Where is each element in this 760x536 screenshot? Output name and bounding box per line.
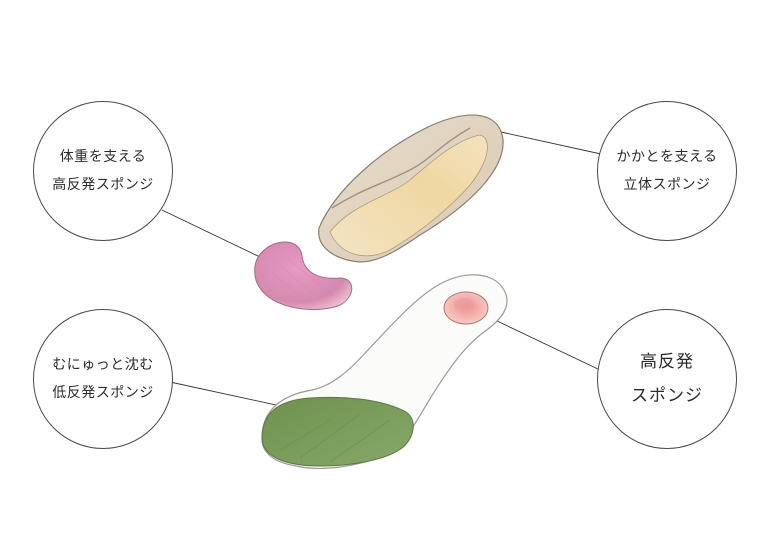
label-line: かかとを支える bbox=[616, 149, 718, 165]
label-line: スポンジ bbox=[631, 386, 703, 406]
label-line: 低反発スポンジ bbox=[52, 385, 154, 401]
label-line: 高反発 bbox=[640, 352, 694, 372]
label-line: 体重を支える bbox=[59, 149, 147, 165]
forefoot-sponge bbox=[261, 396, 414, 467]
label-line: 立体スポンジ bbox=[623, 177, 711, 193]
label-bubble-bottom-left: むにゅっと沈む 低反発スポンジ bbox=[33, 309, 173, 449]
label-bubble-bottom-right: 高反発 スポンジ bbox=[597, 309, 737, 449]
insole-sole bbox=[261, 274, 508, 469]
label-bubble-top-right: かかとを支える 立体スポンジ bbox=[597, 101, 737, 241]
label-bubble-top-left: 体重を支える 高反発スポンジ bbox=[33, 101, 173, 241]
label-line: むにゅっと沈む bbox=[52, 357, 154, 373]
leader-line-top-right bbox=[491, 129, 611, 157]
heel-cup-sponge bbox=[318, 114, 504, 263]
metatarsal-pad-sponge bbox=[254, 241, 353, 311]
label-line: 高反発スポンジ bbox=[52, 177, 154, 193]
